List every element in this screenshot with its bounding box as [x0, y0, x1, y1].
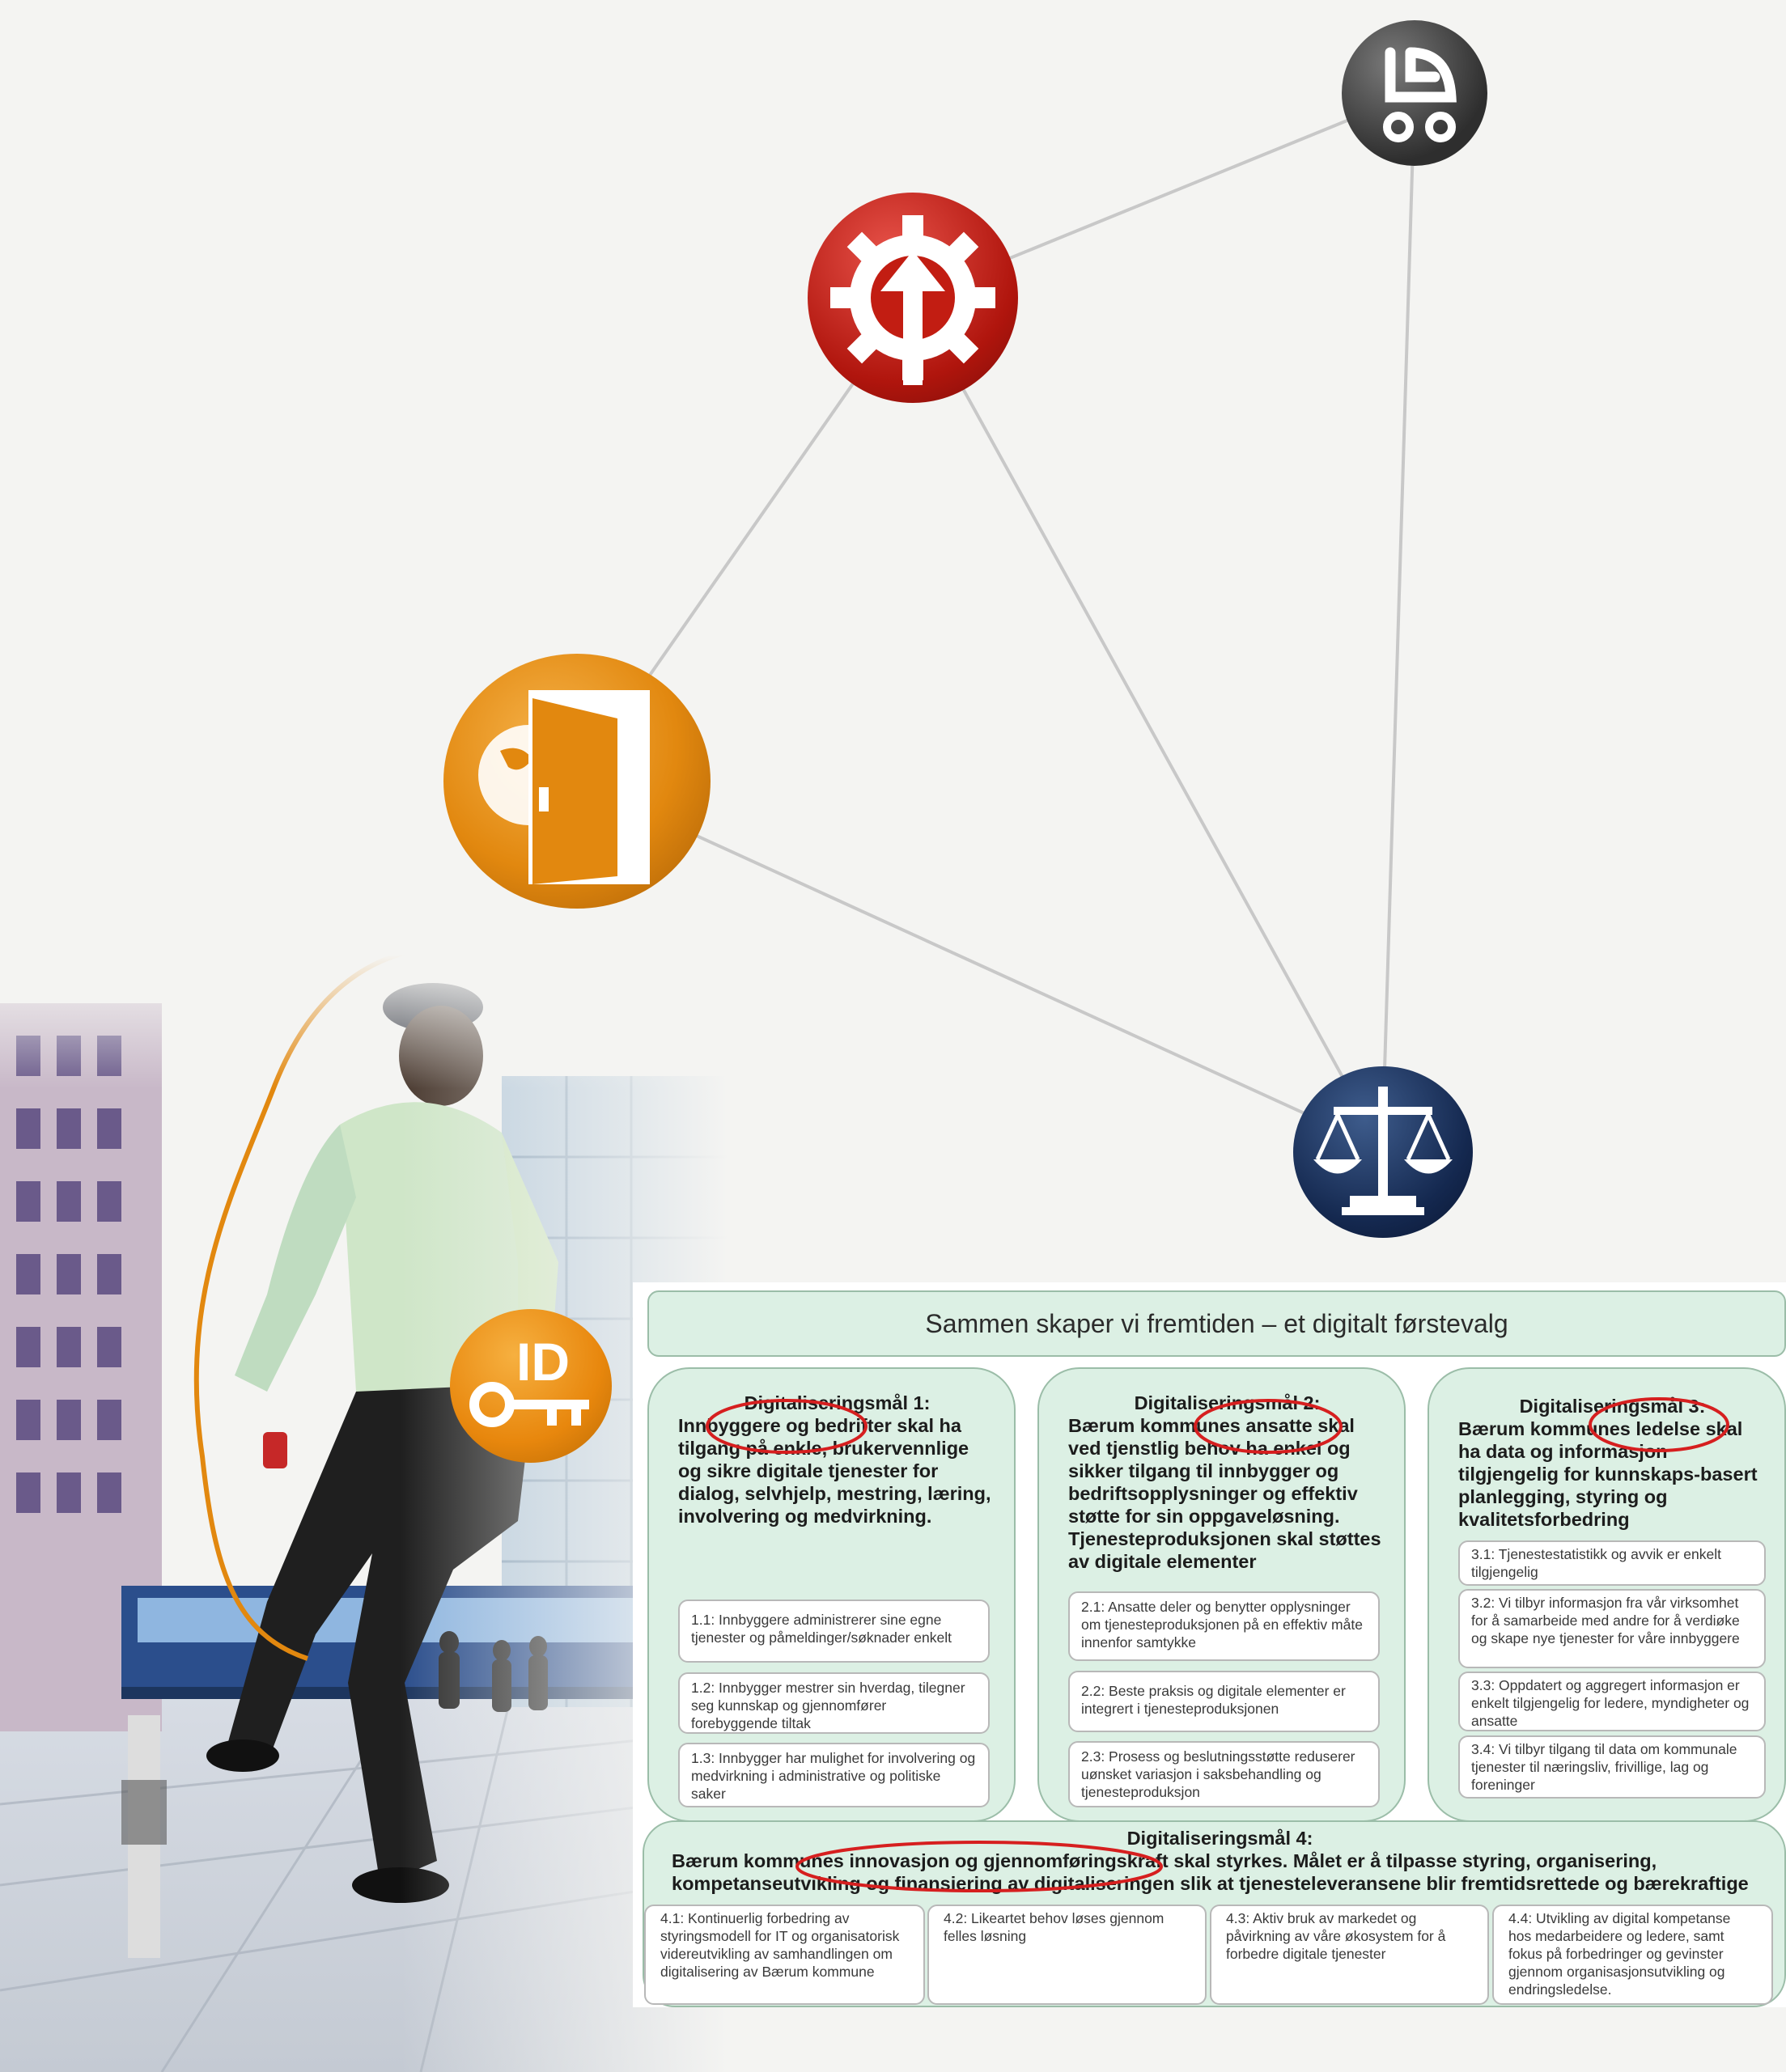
- id-key-icon: ID: [469, 1332, 589, 1427]
- subgoal-1-1: 1.1: Innbyggere administrerer sine egne …: [678, 1600, 990, 1663]
- goal-3-title: Digitaliseringsmål 3: Bærum kommunes led…: [1458, 1395, 1767, 1531]
- id-badge-text: ID: [516, 1332, 570, 1392]
- goal-4-heading: Digitaliseringsmål 4:: [1126, 1828, 1313, 1849]
- subgoal-3-4: 3.4: Vi tilbyr tilgang til data om kommu…: [1458, 1735, 1766, 1799]
- edge-door-scale: [575, 779, 1383, 1150]
- goal-4-text: Bærum kommunes innovasjon og gjennomføri…: [672, 1850, 1749, 1894]
- door-globe-icon: [478, 690, 650, 884]
- goal-1-heading: Digitaliseringsmål 1:: [744, 1392, 931, 1413]
- subgoal-4-3: 4.3: Aktiv bruk av markedet og påvirknin…: [1210, 1905, 1489, 2005]
- subgoal-1-3: 1.3: Innbygger har mulighet for involver…: [678, 1743, 990, 1807]
- door-node: [443, 654, 711, 909]
- goal-4-title: Digitaliseringsmål 4: Bærum kommunes inn…: [672, 1827, 1768, 1895]
- goal-3-heading: Digitaliseringsmål 3:: [1519, 1396, 1706, 1417]
- goal-1-title: Digitaliseringsmål 1: Innbyggere og bedr…: [678, 1392, 996, 1528]
- gear-arrow-icon: [830, 215, 995, 385]
- goal-2: Digitaliseringsmål 2: Bærum kommunes ans…: [1037, 1367, 1406, 1822]
- goal-3-text: Bærum kommunes ledelse skal ha data og i…: [1458, 1418, 1758, 1530]
- edge-pram-scale: [1381, 92, 1416, 1150]
- subgoal-3-2: 3.2: Vi tilbyr informasjon fra vår virks…: [1458, 1589, 1766, 1668]
- goal-4: Digitaliseringsmål 4: Bærum kommunes inn…: [643, 1820, 1786, 2007]
- subgoal-2-2: 2.2: Beste praksis og digitale elementer…: [1068, 1671, 1380, 1732]
- subgoal-4-2: 4.2: Likeartet behov løses gjennom felle…: [927, 1905, 1207, 2005]
- scale-node: [1293, 1066, 1473, 1238]
- subgoal-1-2: 1.2: Innbygger mestrer sin hverdag, tile…: [678, 1672, 990, 1734]
- subgoal-4-4: 4.4: Utvikling av digital kompetanse hos…: [1492, 1905, 1773, 2005]
- subgoal-3-1: 3.1: Tjenestestatistikk og avvik er enke…: [1458, 1540, 1766, 1586]
- goal-2-text: Bærum kommunes ansatte skal ved tjenstli…: [1068, 1415, 1381, 1572]
- gear-node: [808, 193, 1018, 403]
- goal-2-heading: Digitaliseringsmål 2:: [1134, 1392, 1321, 1413]
- strategy-panel: Sammen skaper vi fremtiden – et digitalt…: [633, 1282, 1786, 2007]
- scale-icon: [1313, 1087, 1453, 1215]
- pram-icon: [1383, 47, 1457, 142]
- goal-1: Digitaliseringsmål 1: Innbyggere og bedr…: [647, 1367, 1016, 1822]
- goal-3: Digitaliseringsmål 3: Bærum kommunes led…: [1428, 1367, 1786, 1822]
- edge-gear-scale: [911, 297, 1384, 1150]
- goal-2-title: Digitaliseringsmål 2: Bærum kommunes ans…: [1068, 1392, 1386, 1573]
- subgoal-2-1: 2.1: Ansatte deler og benytter opplysnin…: [1068, 1591, 1380, 1661]
- subgoal-3-3: 3.3: Oppdatert og aggregert informasjon …: [1458, 1672, 1766, 1731]
- id-node: ID: [450, 1309, 612, 1463]
- subgoal-2-3: 2.3: Prosess og beslutningsstøtte reduse…: [1068, 1741, 1380, 1807]
- goal-1-text: Innbyggere og bedrifter skal ha tilgang …: [678, 1415, 991, 1527]
- panel-title: Sammen skaper vi fremtiden – et digitalt…: [647, 1290, 1786, 1357]
- pram-node: [1342, 20, 1487, 166]
- subgoal-4-1: 4.1: Kontinuerlig forbedring av styrings…: [644, 1905, 925, 2005]
